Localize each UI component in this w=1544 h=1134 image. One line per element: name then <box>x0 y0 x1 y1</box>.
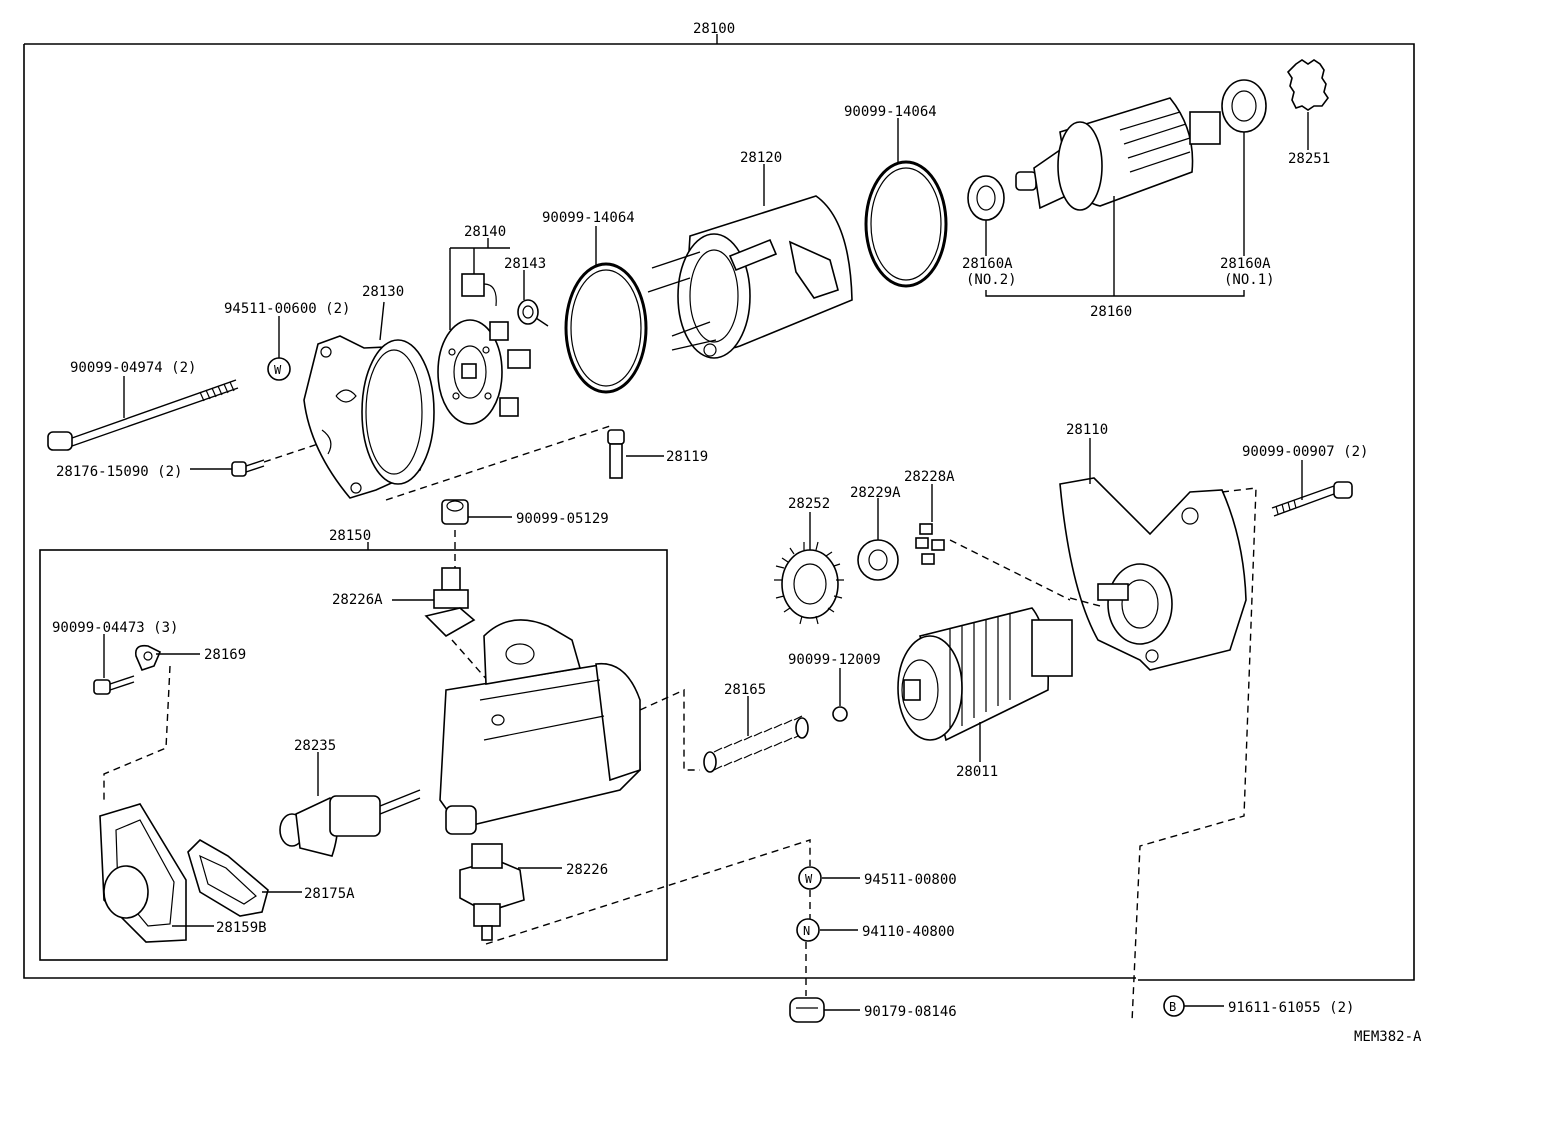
label-28140: 28140 <box>464 224 506 240</box>
label-90099-00907: 90099-00907 (2) <box>1242 444 1368 460</box>
svg-text:W: W <box>274 363 282 377</box>
label-28165: 28165 <box>724 682 766 698</box>
label-28160a-no2: 28160A <box>962 256 1013 272</box>
label-28226a: 28226A <box>332 592 383 608</box>
o-ring-left-icon <box>564 262 648 394</box>
nut-n-icon <box>796 918 820 942</box>
label-28160a-no1: 28160A <box>1220 256 1271 272</box>
svg-text:B: B <box>1169 1000 1176 1014</box>
label-no1: (NO.1) <box>1224 272 1275 288</box>
label-90099-05129: 90099-05129 <box>516 511 609 527</box>
label-28119: 28119 <box>666 449 708 465</box>
label-28176-15090: 28176-15090 (2) <box>56 464 182 480</box>
return-spring-icon <box>703 715 809 773</box>
starter-housing-icon <box>1059 477 1247 671</box>
label-28226: 28226 <box>566 862 608 878</box>
terminal-bolt-icon <box>424 567 476 637</box>
brush-spring-icon <box>517 299 549 327</box>
through-bolt-icon <box>47 379 239 451</box>
label-94511-00800: 94511-00800 <box>864 872 957 888</box>
subassembly-number-label: 28150 <box>329 528 371 544</box>
label-90099-04473: 90099-04473 (3) <box>52 620 178 636</box>
label-28110: 28110 <box>1066 422 1108 438</box>
label-28143: 28143 <box>504 256 546 272</box>
pin-icon <box>607 429 625 479</box>
label-28251: 28251 <box>1288 151 1330 167</box>
label-90179-08146: 90179-08146 <box>864 1004 957 1020</box>
washer-w-bottom-icon <box>798 866 822 890</box>
label-91611-61055: 91611-61055 (2) <box>1228 1000 1354 1016</box>
label-94511-00600: 94511-00600 (2) <box>224 301 350 317</box>
label-28159b: 28159B <box>216 920 267 936</box>
svg-text:N: N <box>803 924 810 938</box>
washer-w-icon: W <box>267 357 291 381</box>
label-28235: 28235 <box>294 738 336 754</box>
label-94110-40800: 94110-40800 <box>862 924 955 940</box>
small-gear-icon <box>1286 59 1329 111</box>
brush-holder-icon <box>437 319 531 425</box>
clamp-icon <box>134 644 162 671</box>
label-28011: 28011 <box>956 764 998 780</box>
label-28160: 28160 <box>1090 304 1132 320</box>
label-no2: (NO.2) <box>966 272 1017 288</box>
label-28228a: 28228A <box>904 469 955 485</box>
screw-icon <box>231 459 265 477</box>
nut-icon <box>441 499 469 525</box>
bearing-retainer-icon <box>857 539 899 581</box>
idler-gear-icon <box>774 541 844 625</box>
starter-clutch-icon <box>897 607 1073 742</box>
subassembly-frame <box>39 549 668 961</box>
label-28169: 28169 <box>204 647 246 663</box>
figure-code-label: MEM382-A <box>1354 1029 1422 1045</box>
assembly-frame <box>23 34 1415 981</box>
label-28252: 28252 <box>788 496 830 512</box>
magnetic-switch-housing-icon <box>439 619 641 835</box>
brush-icon <box>461 273 497 307</box>
gasket-icon <box>187 839 269 917</box>
bearing-no1-icon <box>1221 79 1267 133</box>
label-90099-14064-left: 90099-14064 <box>542 210 635 226</box>
label-90099-12009: 90099-12009 <box>788 652 881 668</box>
terminal-icon <box>459 843 525 941</box>
assembly-number-label: 28100 <box>693 21 735 37</box>
end-cover-icon <box>99 803 187 943</box>
armature-icon <box>1015 97 1221 211</box>
roller-icon <box>915 523 945 565</box>
svg-text:W: W <box>805 872 813 886</box>
steel-ball-icon <box>832 706 848 722</box>
bearing-no2-icon <box>967 175 1005 221</box>
housing-bolt-icon <box>1271 481 1353 517</box>
o-ring-right-icon <box>864 160 948 288</box>
small-screw-icon <box>93 675 135 695</box>
label-28130: 28130 <box>362 284 404 300</box>
field-frame-icon <box>647 195 853 359</box>
label-90099-14064-right: 90099-14064 <box>844 104 937 120</box>
commutator-end-frame-icon <box>303 335 435 499</box>
label-28229a: 28229A <box>850 485 901 501</box>
label-28120: 28120 <box>740 150 782 166</box>
terminal-cap-icon <box>789 997 825 1023</box>
plunger-icon <box>279 789 421 857</box>
label-90099-04974: 90099-04974 (2) <box>70 360 196 376</box>
label-28175a: 28175A <box>304 886 355 902</box>
